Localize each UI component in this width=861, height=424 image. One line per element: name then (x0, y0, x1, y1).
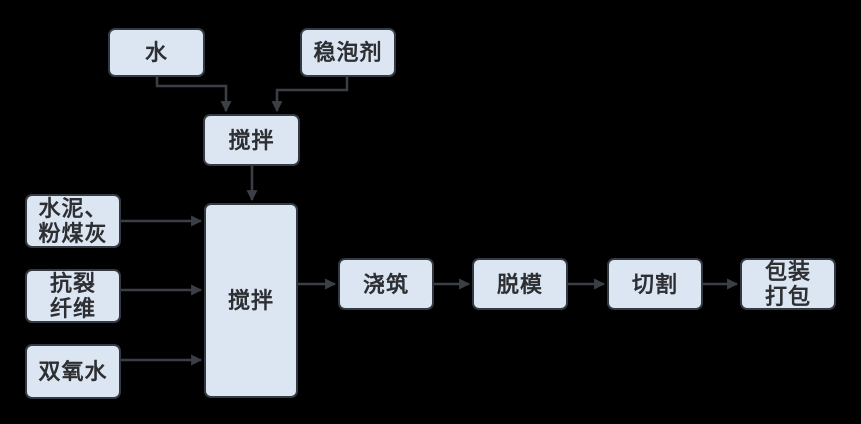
node-demolding-label: 脱模 (496, 271, 543, 297)
node-water-label: 水 (144, 40, 168, 65)
node-hydrogen-peroxide-label: 双氧水 (38, 359, 108, 384)
node-main-mix: 搅拌 (204, 203, 298, 398)
connector-water-to-premix (155, 77, 232, 113)
node-anticrack-fiber: 抗裂 纤维 (25, 269, 121, 323)
node-foam-stabilizer: 稳泡剂 (300, 28, 396, 77)
node-cement-flyash: 水泥、 粉煤灰 (25, 194, 121, 248)
node-anticrack-fiber-label: 抗裂 纤维 (49, 271, 96, 321)
node-foam-stabilizer-label: 稳泡剂 (313, 40, 383, 65)
node-water: 水 (108, 28, 205, 77)
node-cutting-label: 切割 (631, 271, 678, 297)
connector-stabilizer-to-premix (271, 77, 349, 113)
node-pouring-label: 浇筑 (362, 271, 409, 297)
node-premix: 搅拌 (203, 114, 300, 166)
node-demolding: 脱模 (472, 258, 568, 310)
node-packaging: 包装 打包 (740, 258, 836, 310)
node-packaging-label: 包装 打包 (764, 259, 811, 309)
node-cement-flyash-label: 水泥、 粉煤灰 (38, 196, 108, 246)
node-main-mix-label: 搅拌 (227, 288, 274, 313)
node-cutting: 切割 (607, 258, 703, 310)
node-premix-label: 搅拌 (228, 127, 275, 153)
node-hydrogen-peroxide: 双氧水 (25, 344, 121, 399)
node-pouring: 浇筑 (338, 258, 434, 310)
